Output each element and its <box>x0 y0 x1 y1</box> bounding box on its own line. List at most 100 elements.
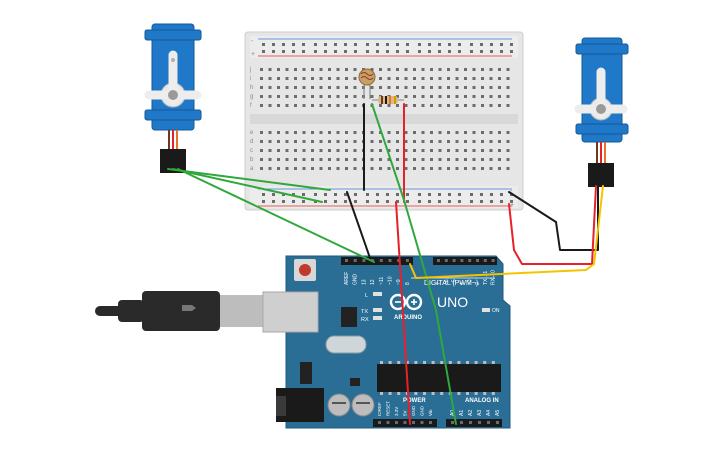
breadboard-hole <box>379 68 382 71</box>
power-pin-label: Vin <box>428 409 433 416</box>
breadboard-hole <box>294 86 297 89</box>
breadboard-hole <box>260 140 263 143</box>
rail-hole <box>418 200 421 203</box>
breadboard-hole <box>345 86 348 89</box>
digital-pin-label: RX←0 <box>491 270 497 285</box>
breadboard-hole <box>260 86 263 89</box>
breadboard-hole <box>489 68 493 71</box>
breadboard-hole <box>294 77 297 80</box>
breadboard-hole <box>455 158 459 161</box>
rail-hole <box>510 43 513 46</box>
top-rail-minus-label: - <box>251 38 254 45</box>
breadboard-hole <box>447 86 450 89</box>
breadboard-hole <box>336 167 340 170</box>
breadboard-hole <box>370 167 374 170</box>
rail-hole <box>470 43 473 46</box>
breadboard-hole <box>268 149 272 152</box>
breadboard-hole <box>506 131 510 134</box>
breadboard-hole <box>319 68 323 71</box>
breadboard-hole <box>481 95 484 98</box>
rail-hole <box>386 50 389 53</box>
breadboard-hole <box>285 86 289 89</box>
breadboard-hole <box>260 77 263 80</box>
rail-hole <box>292 50 295 53</box>
breadboard-hole <box>260 68 263 71</box>
breadboard-hole <box>464 77 467 80</box>
breadboard-hole <box>260 167 263 170</box>
digital-pin-label: 8 <box>405 282 411 285</box>
breadboard-hole <box>481 140 484 143</box>
header-pin <box>378 421 381 424</box>
breadboard-hole <box>498 167 501 170</box>
rail-hole <box>470 50 473 53</box>
breadboard-hole <box>472 131 476 134</box>
photoresistor <box>358 68 376 99</box>
breadboard-hole <box>302 149 306 152</box>
header-pin <box>444 259 448 262</box>
breadboard-hole <box>455 131 459 134</box>
breadboard-hole <box>430 95 433 98</box>
rail-hole <box>324 43 327 46</box>
digital-pin-label: ~6 <box>444 279 450 285</box>
row-letter: h <box>250 85 253 91</box>
breadboard-hole <box>277 140 280 143</box>
rx-led-label: RX <box>361 317 369 323</box>
usb-port <box>262 291 319 333</box>
breadboard-hole <box>447 77 450 80</box>
breadboard-hole <box>336 104 340 107</box>
digital-pin-label: GND <box>353 274 359 286</box>
rail-hole <box>418 50 421 53</box>
breadboard-hole <box>404 167 408 170</box>
breadboard-hole <box>396 104 399 107</box>
breadboard-hole <box>472 140 476 143</box>
breadboard-hole <box>260 104 263 107</box>
breadboard-hole <box>319 158 323 161</box>
ic-pin <box>457 392 461 395</box>
breadboard-hole <box>345 68 348 71</box>
breadboard-hole <box>294 131 297 134</box>
breadboard-hole <box>455 86 459 89</box>
breadboard-hole <box>438 167 442 170</box>
digital-pin-label: ~9 <box>396 279 402 285</box>
rail-hole <box>458 43 461 46</box>
breadboard-hole <box>481 104 484 107</box>
header-pin <box>483 259 487 262</box>
breadboard-hole <box>472 158 476 161</box>
breadboard-hole <box>464 167 467 170</box>
header-pin <box>452 259 456 262</box>
breadboard-hole <box>328 95 331 98</box>
breadboard-hole <box>285 95 289 98</box>
breadboard-hole <box>413 158 416 161</box>
breadboard-hole <box>396 167 399 170</box>
digital-pin-label: 2 <box>475 282 481 285</box>
breadboard-hole <box>413 68 416 71</box>
rail-hole <box>448 43 451 46</box>
breadboard-hole <box>404 86 408 89</box>
breadboard-hole <box>294 95 297 98</box>
digital-header-right <box>433 257 497 265</box>
rail-hole <box>324 50 327 53</box>
breadboard-hole <box>421 68 425 71</box>
analog-in-label: ANALOG IN <box>465 398 499 404</box>
rail-hole <box>354 43 357 46</box>
rail-hole <box>376 43 379 46</box>
ic-pin <box>431 392 435 395</box>
rail-hole <box>480 50 483 53</box>
arduino-brand-label: ARDUINO <box>394 315 422 321</box>
breadboard-hole <box>302 95 306 98</box>
rail-hole <box>344 50 347 53</box>
rail-hole <box>448 200 451 203</box>
power-label: POWER <box>403 398 426 404</box>
breadboard-hole <box>396 86 399 89</box>
breadboard-hole <box>302 77 306 80</box>
breadboard-hole <box>336 131 340 134</box>
breadboard-hole <box>294 149 297 152</box>
breadboard-hole <box>455 68 459 71</box>
breadboard-hole <box>319 167 323 170</box>
breadboard-hole <box>447 149 450 152</box>
breadboard-hole <box>506 140 510 143</box>
breadboard-hole <box>345 95 348 98</box>
rail-hole <box>314 50 317 53</box>
